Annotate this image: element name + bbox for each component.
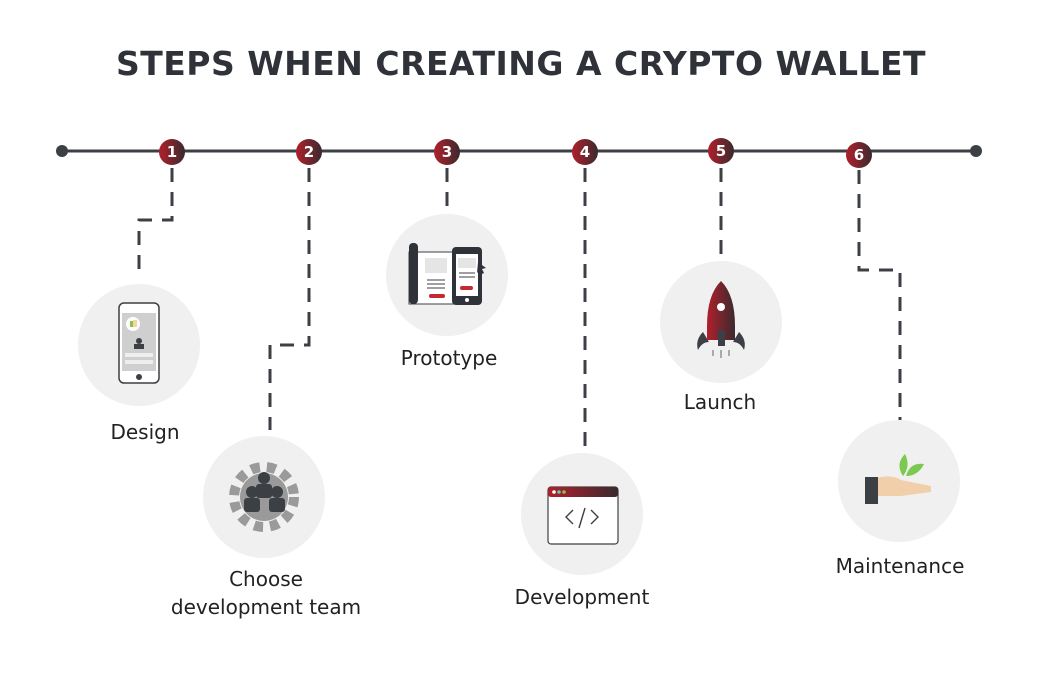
prototype-screens-icon — [408, 243, 486, 305]
step-number-4: 4 — [579, 143, 591, 161]
step-marker-6 — [846, 142, 872, 168]
step-label-prototype: Prototype — [400, 346, 498, 370]
connector-6 — [857, 170, 902, 420]
step-markers — [159, 138, 872, 168]
step-label-development: Development — [514, 585, 650, 609]
smartphone-design-icon — [118, 302, 160, 384]
hand-plant-icon — [865, 454, 931, 504]
step-label-choose-team: Choose development team — [171, 565, 361, 621]
step-number-3: 3 — [441, 143, 453, 161]
step-number-6: 6 — [853, 146, 865, 164]
step-number-5: 5 — [715, 142, 727, 160]
step-marker-5 — [708, 138, 734, 164]
step-label-design: Design — [110, 420, 180, 444]
timeline-line — [56, 145, 982, 157]
code-window-icon — [547, 486, 619, 545]
step-marker-3 — [434, 139, 460, 165]
team-gear-icon — [229, 462, 299, 532]
step-number-1: 1 — [166, 143, 178, 161]
connector-1 — [137, 168, 174, 274]
step-label-launch: Launch — [683, 390, 757, 414]
step-label-line: Choose — [229, 567, 303, 591]
page-title: STEPS WHEN CREATING A CRYPTO WALLET — [115, 44, 927, 83]
step-label-line: development team — [170, 595, 362, 619]
step-label-maintenance: Maintenance — [835, 554, 965, 578]
connector-2 — [268, 168, 311, 430]
step-number-2: 2 — [303, 143, 315, 161]
step-marker-1 — [159, 139, 185, 165]
rocket-icon — [697, 281, 745, 358]
step-marker-2 — [296, 139, 322, 165]
step-marker-4 — [572, 139, 598, 165]
